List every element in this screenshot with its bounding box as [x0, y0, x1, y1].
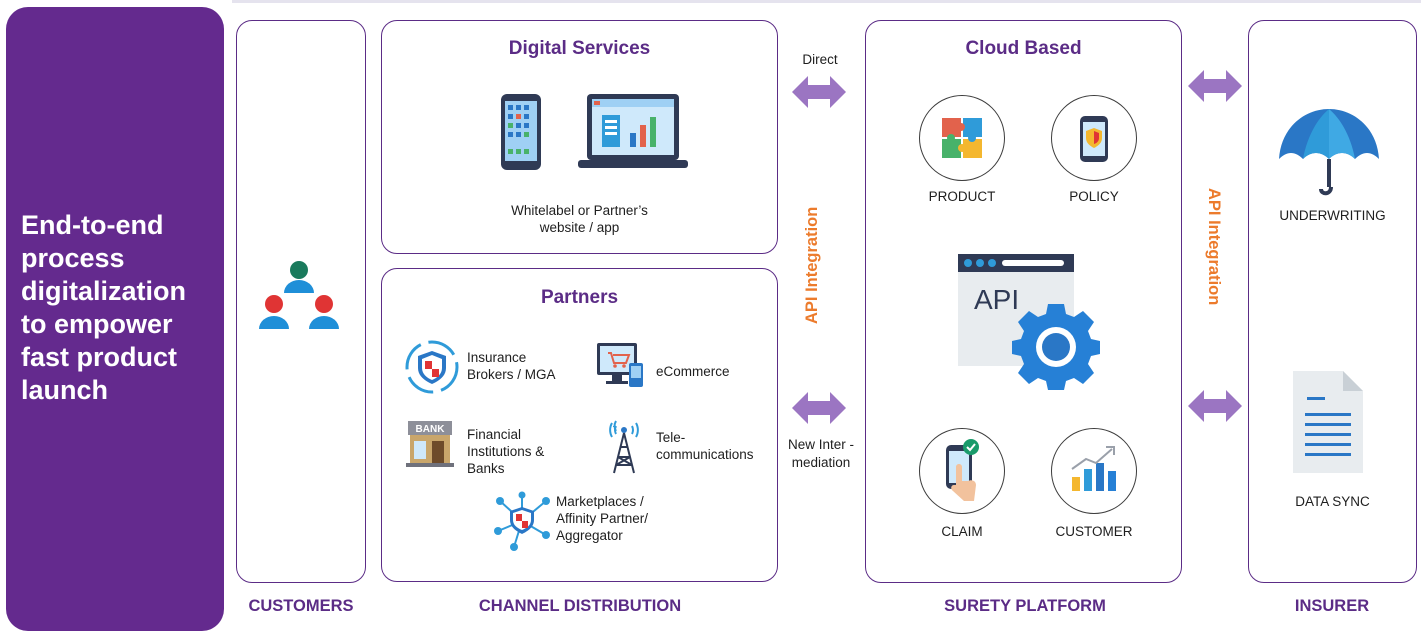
api-text: API	[974, 284, 1019, 315]
partner-tele-label: Tele- communications	[656, 430, 754, 462]
policy-label: POLICY	[1069, 189, 1119, 204]
partner-marketplaces-label: Marketplaces / Affinity Partner/ Aggrega…	[556, 494, 649, 543]
double-arrow-icon	[792, 76, 846, 108]
section-surety-platform: SURETY PLATFORM	[944, 597, 1106, 615]
section-insurer: INSURER	[1294, 597, 1370, 615]
laptop-icon	[578, 93, 688, 173]
double-arrow-icon	[1188, 70, 1242, 102]
claim-icon	[919, 428, 1005, 514]
double-arrow-icon	[1188, 390, 1242, 422]
insurer-panel: UNDERWRITING DATA SYNC	[1248, 20, 1417, 583]
claim-label: CLAIM	[941, 524, 983, 539]
digital-services-panel: Digital Services	[381, 20, 778, 254]
new-intermediation-label: New Inter - mediation	[787, 437, 855, 470]
customers-panel	[236, 20, 366, 583]
partner-ecommerce-label: eCommerce	[656, 364, 730, 379]
section-customers: CUSTOMERS	[248, 597, 354, 615]
policy-icon	[1051, 95, 1137, 181]
network-shield-icon	[492, 491, 552, 551]
shield-icon	[404, 339, 460, 395]
data-sync-label: DATA SYNC	[1295, 494, 1370, 509]
partners-title: Partners	[540, 287, 619, 308]
hero-headline: End-to-end process digitalization to emp…	[21, 210, 186, 405]
digital-services-caption: Whitelabel or Partner’s website / app	[511, 203, 648, 235]
section-channel-distribution: CHANNEL DISTRIBUTION	[478, 597, 682, 615]
top-divider	[232, 0, 1421, 3]
tower-icon	[604, 419, 644, 475]
ecommerce-icon	[596, 341, 646, 391]
hero-panel: End-to-end process digitalization to emp…	[6, 7, 224, 631]
partner-bank-label: Financial Institutions & Banks	[467, 427, 545, 476]
product-icon	[919, 95, 1005, 181]
cloud-based-title: Cloud Based	[965, 38, 1082, 59]
digital-services-title: Digital Services	[508, 38, 651, 59]
api-gear-icon: API	[958, 254, 1110, 390]
bank-icon: BANK	[406, 419, 456, 467]
bank-sign-text: BANK	[416, 424, 446, 435]
api-integration-right: API Integration	[1205, 188, 1223, 306]
customer-icon	[1051, 428, 1137, 514]
underwriting-label: UNDERWRITING	[1279, 208, 1386, 223]
umbrella-icon	[1277, 105, 1381, 197]
document-icon	[1291, 369, 1365, 475]
smartphone-icon	[500, 93, 542, 171]
cloud-based-panel: Cloud Based PRODUCT POLICY	[865, 20, 1182, 583]
direct-label: Direct	[802, 52, 838, 67]
double-arrow-icon	[792, 392, 846, 424]
api-integration-left: API Integration	[803, 206, 821, 324]
customers-icon	[257, 259, 341, 335]
product-label: PRODUCT	[928, 189, 996, 204]
customer-label: CUSTOMER	[1055, 524, 1133, 539]
partners-panel: Partners Insurance Brokers / MGA eCommer…	[381, 268, 778, 582]
partner-insurance-label: Insurance Brokers / MGA	[467, 350, 556, 382]
